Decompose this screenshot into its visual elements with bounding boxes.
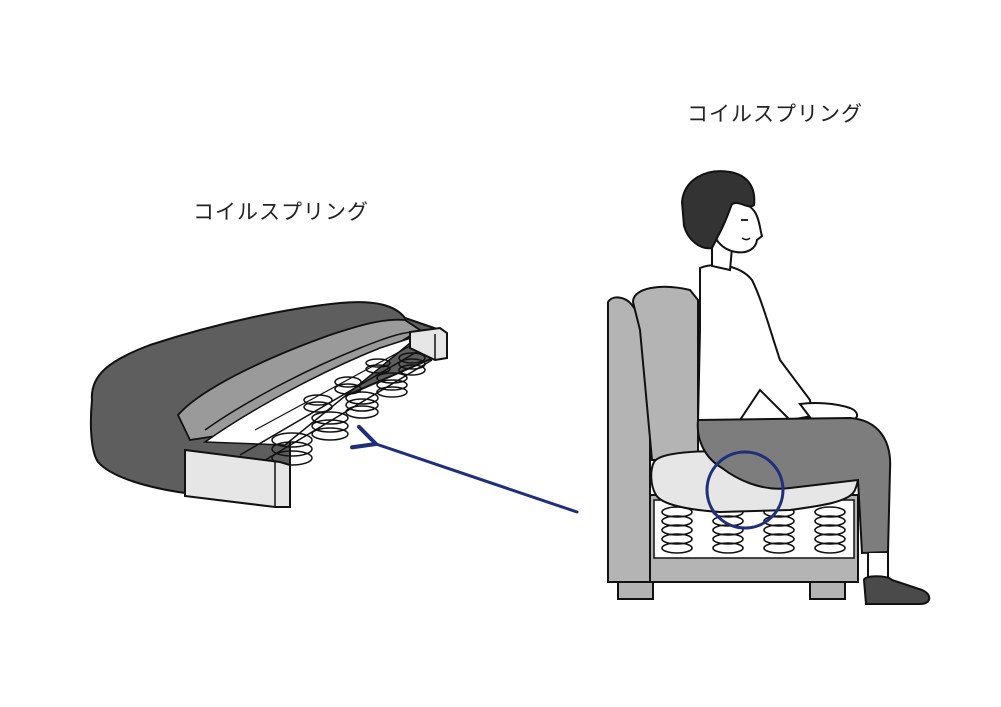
highlight-circle: [705, 450, 785, 530]
sofa-coil-springs: [661, 506, 846, 554]
person-shoe: [862, 575, 931, 605]
cushion-coil-springs: [271, 352, 426, 466]
cushion-cutaway: [89, 301, 448, 508]
cushion-foam: [176, 318, 422, 441]
sofa-leg-right: [809, 581, 846, 600]
cushion-frame-back: [409, 326, 448, 362]
pointer-arrow: [350, 424, 579, 514]
person-shirt: [696, 264, 814, 424]
person-hair: [680, 170, 756, 250]
sofa-leg-left: [617, 581, 654, 600]
cushion-frame-front: [184, 448, 291, 508]
coil-spring-label-right: コイルスプリング: [687, 102, 863, 126]
coil-spring-label-left: コイルスプリング: [193, 200, 369, 224]
